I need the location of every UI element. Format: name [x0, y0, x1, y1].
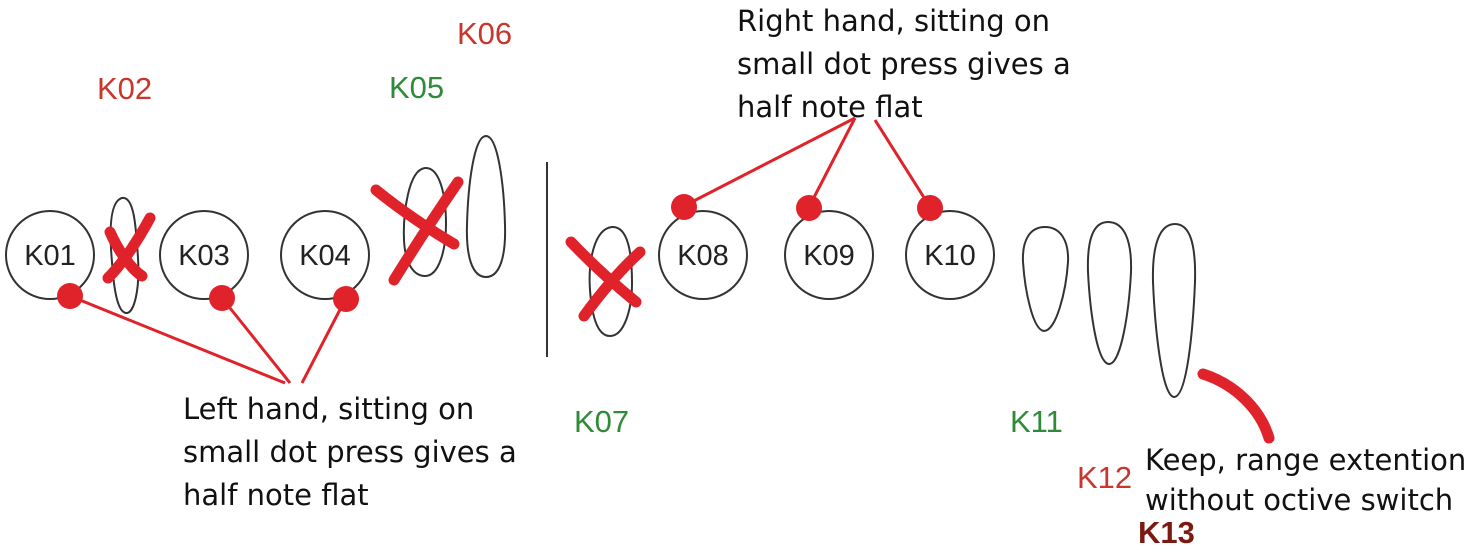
half-flat-dot-k09: [796, 195, 822, 221]
key-k08-label: K08: [677, 240, 729, 272]
label-k13: K13: [1138, 515, 1195, 550]
key-k06-shape: [465, 134, 507, 279]
left-hand-note-line-2: small dot press gives a: [183, 435, 517, 469]
key-k04-label: K04: [299, 240, 351, 272]
key-k01: K01: [5, 210, 95, 300]
key-k11-shape: [1021, 225, 1070, 333]
left-hand-leader-k03: [220, 297, 292, 384]
label-k07: K07: [574, 404, 629, 439]
right-hand-leader-k09: [807, 117, 857, 208]
label-k06: K06: [457, 16, 512, 51]
right-hand-note-line-3: half note flat: [737, 90, 923, 124]
left-hand-leader-k01: [69, 294, 286, 385]
key-k03: K03: [159, 210, 249, 300]
right-hand-note-line-2: small dot press gives a: [737, 47, 1071, 81]
removed-mark-k05: [370, 176, 464, 286]
right-hand-leader-k10: [873, 119, 932, 208]
label-k02: K02: [97, 71, 152, 106]
label-k11: K11: [1010, 404, 1063, 439]
key-k03-label: K03: [178, 240, 230, 272]
left-hand-note: Left hand, sitting on small dot press gi…: [183, 392, 517, 512]
left-hand-leader-k04: [300, 297, 348, 384]
keep-note: Keep, range extention without octive swi…: [1145, 443, 1466, 517]
removed-mark-k02: [102, 212, 156, 284]
key-k10-label: K10: [924, 240, 976, 272]
key-k01-label: K01: [24, 240, 76, 272]
half-flat-dot-k01: [57, 283, 83, 309]
key-k09: K09: [784, 210, 874, 300]
key-k13-shape: [1151, 222, 1197, 399]
range-extension-mark: [1197, 368, 1275, 444]
key-k10: K10: [905, 210, 995, 300]
left-hand-note-line-1: Left hand, sitting on: [183, 392, 474, 426]
right-hand-note: Right hand, sitting on small dot press g…: [737, 4, 1071, 124]
key-k09-label: K09: [803, 240, 855, 272]
half-flat-dot-k03: [209, 285, 235, 311]
key-k08: K08: [658, 210, 748, 300]
left-hand-note-line-3: half note flat: [183, 478, 369, 512]
label-k12: K12: [1077, 460, 1132, 495]
keep-note-line-1: Keep, range extention: [1145, 443, 1466, 477]
right-hand-note-line-1: Right hand, sitting on: [737, 4, 1050, 38]
half-flat-dot-k10: [917, 195, 943, 221]
label-k05: K05: [389, 70, 444, 105]
keep-note-line-2: without octive switch: [1145, 483, 1453, 517]
half-flat-dot-k04: [333, 286, 359, 312]
right-hand-leader-k08: [683, 116, 856, 208]
key-k12-shape: [1086, 220, 1133, 366]
removed-mark-k07: [565, 236, 646, 322]
key-k04: K04: [280, 210, 370, 300]
half-flat-dot-k08: [671, 194, 697, 220]
